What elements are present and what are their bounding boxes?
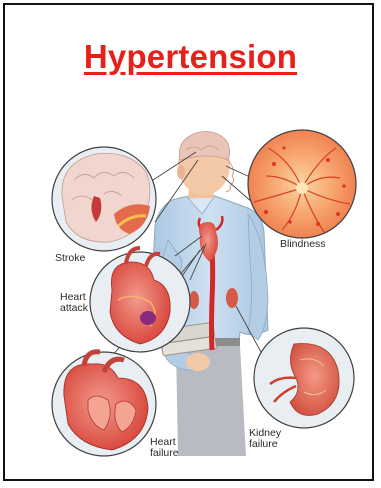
- heart-attack-label-line2: attack: [60, 303, 88, 314]
- heart-failure-label-line2: failure: [150, 448, 179, 459]
- kidney-failure-label-line2: failure: [249, 439, 278, 450]
- blindness-label: Blindness: [280, 239, 326, 250]
- stroke-label: Stroke: [55, 253, 85, 264]
- stroke-inset: [52, 147, 156, 251]
- blindness-inset: [248, 130, 356, 238]
- kidney-failure-inset: [254, 328, 354, 428]
- heart-failure-inset: [52, 352, 156, 456]
